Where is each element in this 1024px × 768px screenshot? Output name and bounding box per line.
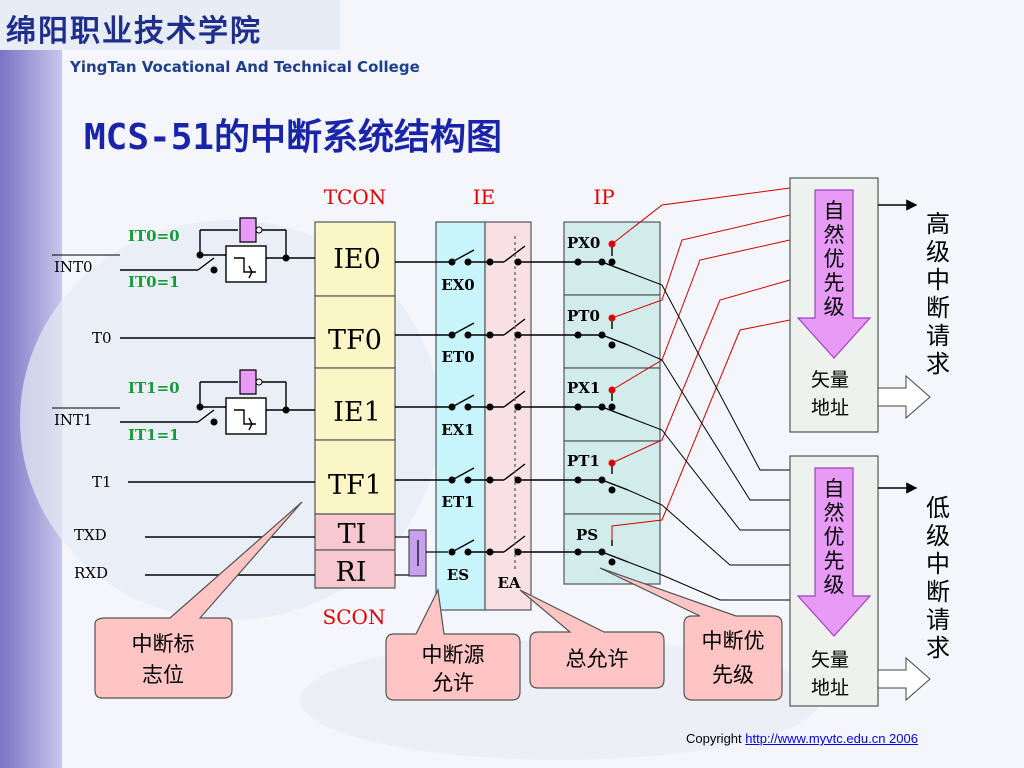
flag-tf1: TF1	[328, 470, 382, 501]
flag-block-tf0	[314, 295, 396, 369]
natural-priority-high: 自然优先级	[824, 199, 845, 319]
flag-tf0: TF0	[328, 325, 382, 356]
college-logo-english: YingTan Vocational And Technical College	[70, 58, 420, 76]
callout-source-line1: 中断源	[422, 643, 485, 667]
flag-ti: TI	[338, 519, 367, 550]
vector-high-arrow-icon	[877, 374, 931, 420]
enable-et0: ET0	[441, 348, 474, 366]
trigger-it1-0: IT1=0	[128, 379, 180, 397]
int1-trigger-circuit	[120, 381, 315, 435]
high-priority-arrow-icon	[796, 189, 872, 359]
copyright-footer: Copyright http://www.myvtc.edu.cn 2006	[686, 731, 918, 746]
trigger-it0-0: IT0=0	[128, 227, 180, 245]
college-logo-chinese: 绵阳职业技术学院	[6, 14, 262, 49]
natural-priority-low: 自然优先级	[824, 477, 845, 597]
input-t1: T1	[92, 473, 112, 491]
input-int0: INT0	[54, 258, 93, 276]
flag-ri: RI	[336, 557, 367, 588]
flag-ie1: IE1	[333, 397, 381, 428]
flag-block-ti	[314, 513, 396, 551]
trigger-it0-1: IT0=1	[128, 273, 180, 291]
priority-ps: PS	[576, 526, 598, 544]
label-ip: IP	[593, 185, 614, 209]
flag-block-ie0	[314, 221, 396, 297]
input-t0: T0	[92, 329, 112, 347]
callout-source-bubble	[385, 587, 521, 701]
flag-ie0: IE0	[333, 244, 381, 275]
callout-flag-line2: 志位	[142, 663, 184, 687]
enable-ea: EA	[497, 574, 520, 592]
int0-not-gate	[239, 217, 263, 243]
callout-flag-bubble	[94, 501, 303, 699]
callout-global-bubble	[519, 589, 665, 689]
flag-block-ie1	[314, 367, 396, 441]
int1-not-gate	[239, 369, 263, 395]
low-priority-arrow-icon	[796, 467, 872, 637]
priority-px1: PX1	[567, 379, 600, 397]
copyright-label: Copyright	[686, 731, 742, 746]
copyright-link[interactable]: http://www.myvtc.edu.cn 2006	[745, 731, 918, 746]
vector-low-line1: 矢量	[811, 649, 849, 671]
enable-ex0: EX0	[441, 276, 475, 294]
vector-low-line2: 地址	[811, 677, 849, 699]
output-high-request: 高级中断请求	[926, 210, 950, 378]
priority-pt0: PT0	[567, 307, 600, 325]
flag-block-tf1	[314, 439, 396, 515]
enable-et1: ET1	[441, 493, 474, 511]
enable-ex1: EX1	[441, 421, 475, 439]
callout-global: 总允许	[566, 647, 629, 671]
slide-title: MCS-51的中断系统结构图	[84, 117, 503, 158]
vector-low-arrow-icon	[877, 656, 931, 702]
callout-source-line2: 允许	[432, 671, 474, 695]
priority-pt1: PT1	[567, 452, 600, 470]
vector-high-line1: 矢量	[811, 369, 849, 391]
callout-priority-line2: 先级	[712, 663, 754, 687]
priority-px0: PX0	[567, 234, 600, 252]
label-ie: IE	[473, 185, 496, 209]
output-low-request: 低级中断请求	[926, 494, 950, 662]
flag-block-ri	[314, 549, 396, 589]
ea-column-block	[484, 221, 532, 611]
input-int1: INT1	[54, 411, 93, 429]
label-tcon: TCON	[324, 185, 387, 209]
input-rxd: RXD	[74, 564, 108, 582]
input-txd: TXD	[74, 526, 107, 544]
callout-priority-bubble	[599, 567, 783, 701]
label-scon: SCON	[323, 605, 386, 629]
natural-char: 自	[824, 199, 845, 223]
callout-priority-line1: 中断优	[702, 629, 765, 653]
trigger-it1-1: IT1=1	[128, 426, 180, 444]
vector-high-line2: 地址	[811, 397, 849, 419]
callout-flag-line1: 中断标	[132, 632, 195, 656]
enable-es: ES	[447, 566, 469, 584]
ip-cell-pt0	[563, 294, 661, 369]
